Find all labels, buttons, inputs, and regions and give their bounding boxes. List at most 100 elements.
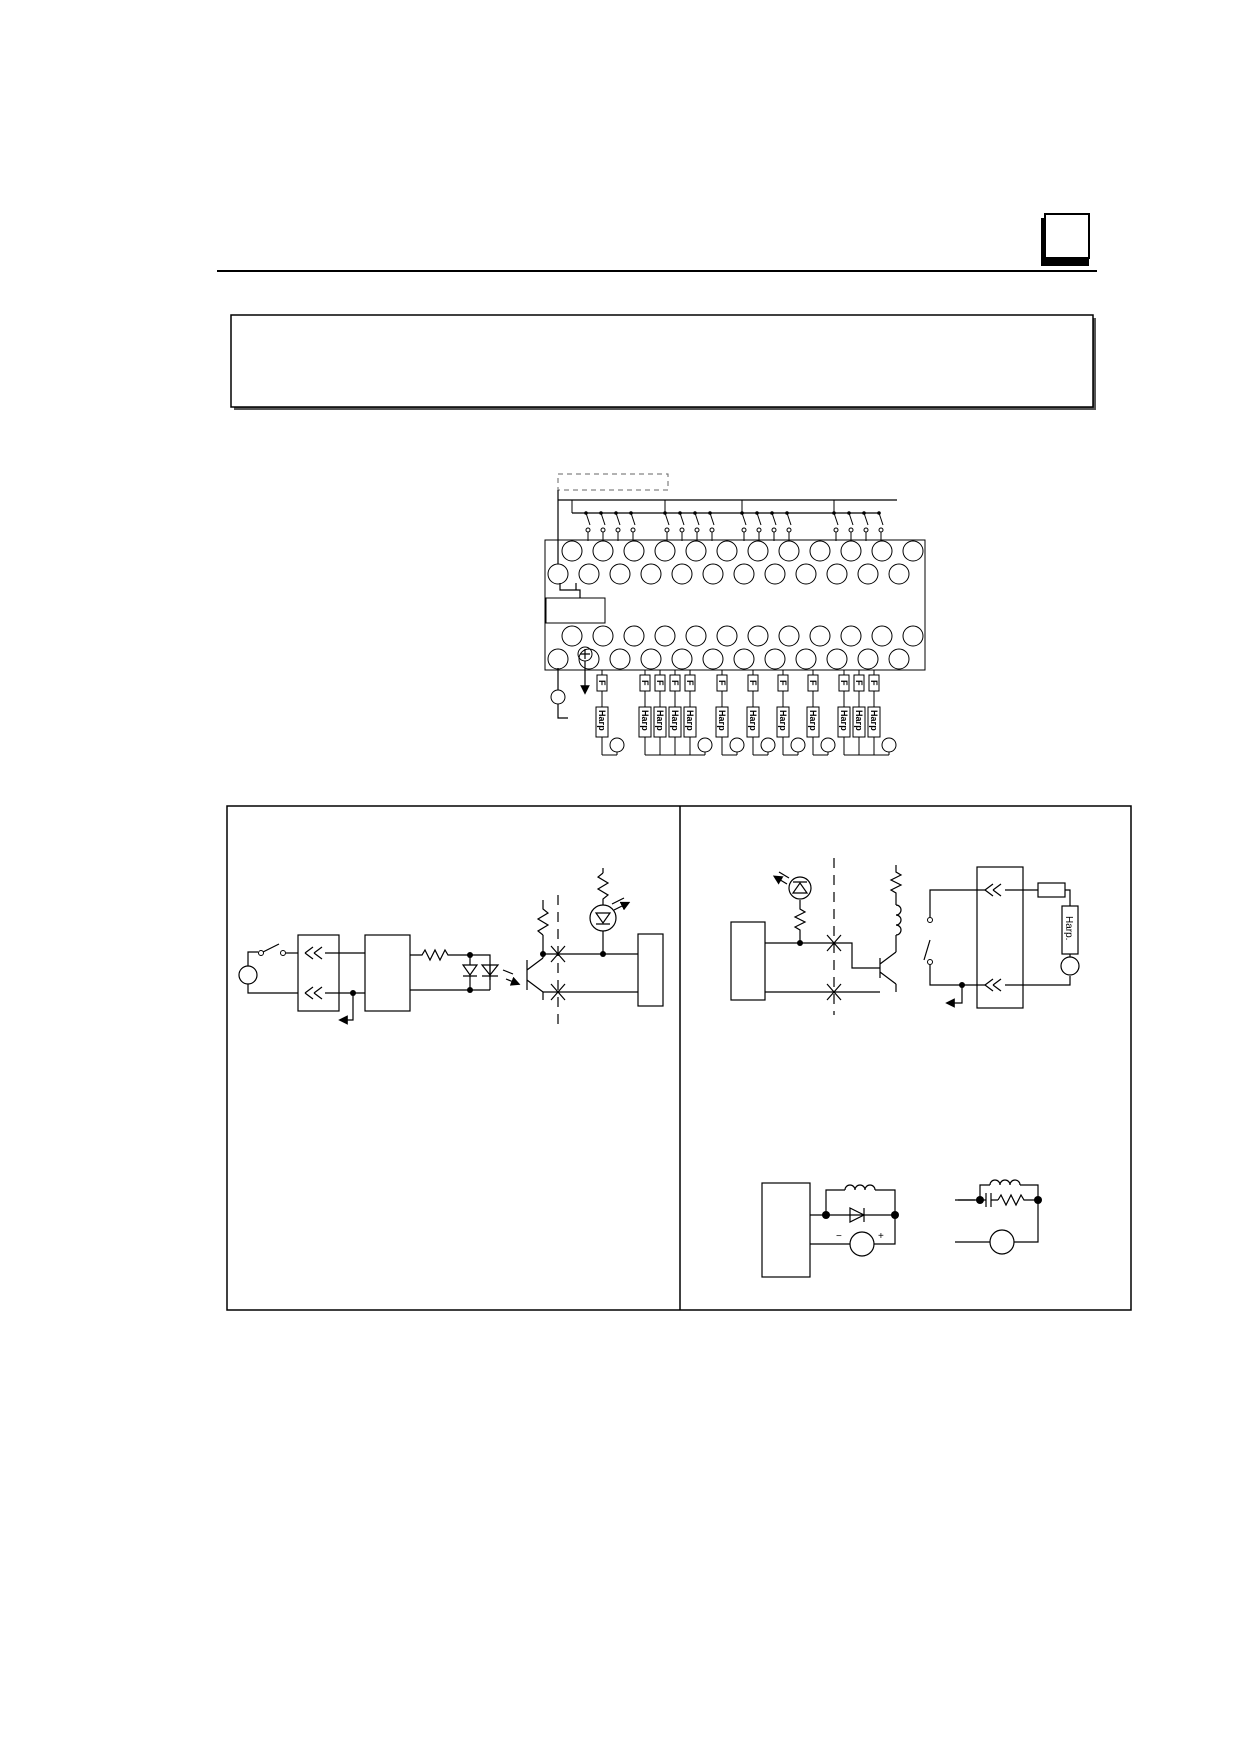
input-diode	[461, 955, 479, 990]
input-switch-contact	[600, 512, 606, 526]
input-switch-row	[571, 500, 884, 541]
input-switch-contact	[786, 512, 792, 526]
input-switch-contact	[664, 512, 670, 526]
output-load-label: Harp.	[1063, 916, 1074, 940]
title-frame	[230, 314, 1096, 410]
input-switch-contact	[694, 512, 700, 526]
bottom-terminal	[733, 648, 755, 670]
top-terminal	[857, 563, 879, 585]
relay-coil	[895, 904, 902, 936]
top-terminal	[609, 563, 631, 585]
input-switch-contact	[741, 512, 747, 526]
minus-sign: −	[836, 1231, 842, 1242]
top-terminal	[685, 540, 707, 562]
top-terminal	[654, 540, 676, 562]
fuse-label: F	[670, 680, 680, 686]
application-examples-frame	[226, 805, 1132, 1311]
switch-terminal	[786, 527, 792, 533]
load-label: Нагр	[854, 710, 864, 731]
top-terminal	[592, 540, 614, 562]
output-connector	[976, 866, 1024, 1009]
input-switch-contact	[679, 512, 685, 526]
indicator-lamp	[589, 904, 617, 932]
pullup-resistor	[536, 900, 550, 936]
load-label: Нагр	[839, 710, 849, 731]
bottom-terminal	[702, 648, 724, 670]
load-supply-icon	[790, 737, 806, 753]
title-frame-box	[230, 314, 1094, 408]
examples-outer-frame	[226, 805, 1132, 1311]
relay-contact	[923, 939, 931, 961]
load-label: Нагр	[685, 710, 695, 731]
input-switch-contact	[863, 512, 869, 526]
bottom-terminal	[685, 625, 707, 647]
switch-terminal	[709, 527, 715, 533]
load-supply-icon	[609, 737, 625, 753]
dc-supply-icon	[849, 1231, 875, 1257]
switch-terminal	[600, 527, 606, 533]
switch-terminal	[615, 527, 621, 533]
top-terminal	[902, 540, 924, 562]
top-terminal	[702, 563, 724, 585]
top-terminal	[716, 540, 738, 562]
top-terminal	[840, 540, 862, 562]
fuse-label: F	[685, 680, 695, 686]
top-terminal	[826, 563, 848, 585]
load-supply-icon	[760, 737, 776, 753]
fuse-load-pair: F Нагр	[683, 670, 697, 755]
bottom-terminal	[778, 625, 800, 647]
load-label: Нагр	[748, 710, 758, 731]
input-resistor	[410, 948, 470, 962]
terminal-wiring-diagram: FНагрFНагрFНагрFНагрFНагрFНагрFНагрFНагр…	[544, 473, 926, 756]
bottom-terminal	[871, 625, 893, 647]
suppression-device-block	[761, 1182, 811, 1278]
switch-terminal	[771, 527, 777, 533]
input-switch	[262, 943, 280, 953]
fuse-label: F	[597, 680, 607, 686]
bottom-terminal	[654, 625, 676, 647]
input-switch-contact	[833, 512, 839, 526]
top-terminal	[778, 540, 800, 562]
input-switch-contact	[709, 512, 715, 526]
input-switch-contact	[878, 512, 884, 526]
load-label: Нагр	[717, 710, 727, 731]
bottom-terminal	[795, 648, 817, 670]
fuse-label: F	[778, 680, 788, 686]
top-terminal	[871, 540, 893, 562]
load-supply-icon	[881, 737, 897, 753]
bottom-terminal	[809, 625, 831, 647]
module-label-box	[545, 597, 606, 624]
bottom-terminal	[857, 648, 879, 670]
output-fuse	[1037, 882, 1066, 898]
top-terminal	[747, 540, 769, 562]
status-led	[788, 876, 812, 900]
opto-transistor	[526, 957, 544, 993]
bottom-terminal	[888, 648, 910, 670]
input-filter-block	[364, 934, 411, 1012]
ground-icon	[580, 649, 590, 659]
plus-sign: +	[878, 1231, 884, 1242]
top-terminal	[764, 563, 786, 585]
bottom-terminal	[840, 625, 862, 647]
bottom-terminal	[578, 648, 600, 670]
fuse-label: F	[808, 680, 818, 686]
input-switch-contact	[585, 512, 591, 526]
section-tab-box	[1044, 213, 1090, 259]
bottom-terminal	[716, 625, 738, 647]
top-terminal	[809, 540, 831, 562]
switch-terminal	[664, 527, 670, 533]
suppression-coil-1	[844, 1184, 876, 1191]
load-label: Нагр	[869, 710, 879, 731]
input-circuit-diagram	[238, 868, 664, 1025]
bottom-terminal-row	[547, 625, 924, 670]
snubber-resistor	[997, 1193, 1038, 1207]
